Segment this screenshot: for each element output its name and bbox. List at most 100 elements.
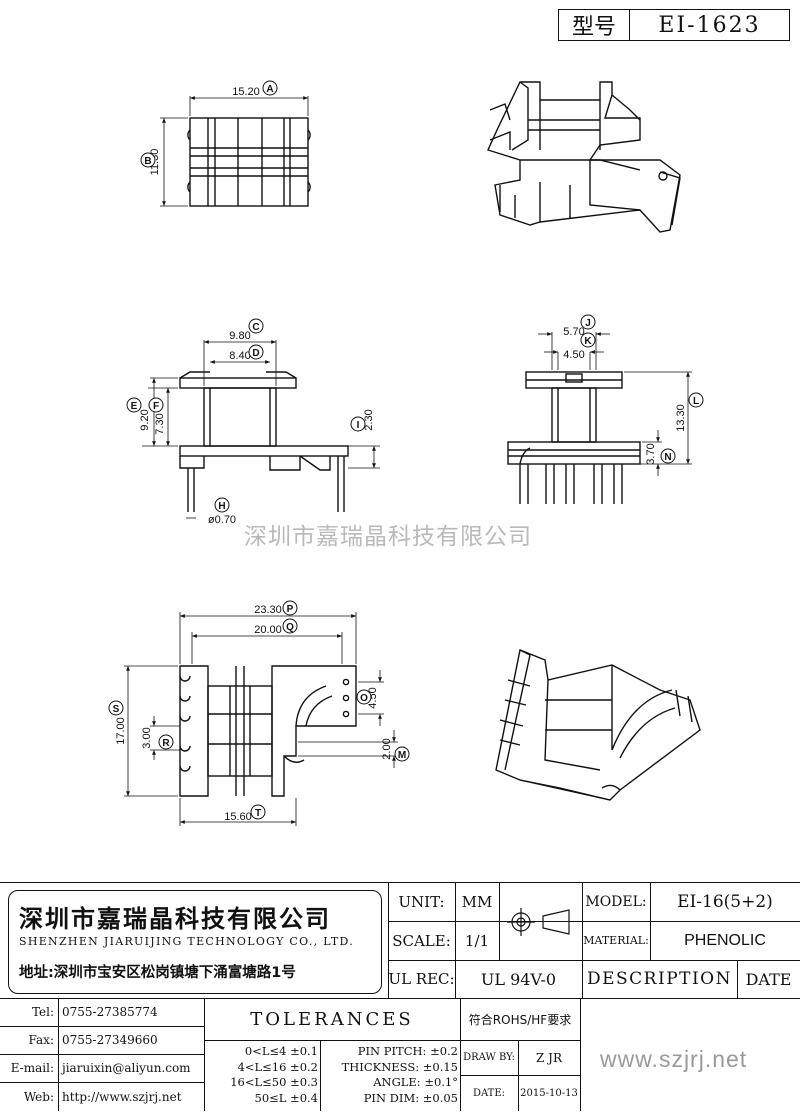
svg-text:A: A — [266, 84, 273, 95]
dim-n-value: 3.70 — [645, 443, 657, 464]
fax-label: Fax: — [28, 1033, 54, 1047]
tolerance-ranges: 0<L≤4 ±0.1 4<L≤16 ±0.2 16<L≤50 ±0.3 50≤L… — [210, 1044, 318, 1106]
tag-c: C — [248, 318, 264, 334]
dim-p-value: 23.30 — [254, 604, 282, 616]
svg-text:Q: Q — [286, 622, 294, 633]
dim-c-value: 9.80 — [229, 330, 250, 342]
tolerance-range-4: 50≤L ±0.4 — [254, 1090, 319, 1105]
tag-q: Q — [282, 618, 298, 634]
web-label: Web: — [23, 1089, 54, 1104]
rohs-note: 符合ROHS/HF要求 — [468, 1012, 572, 1027]
draw-by-label: DRAW BY: — [463, 1052, 515, 1063]
isometric-view-bottom — [495, 649, 701, 801]
svg-text:D: D — [252, 348, 259, 359]
svg-text:M: M — [398, 750, 406, 761]
svg-text:L: L — [693, 396, 699, 407]
svg-text:T: T — [255, 808, 261, 819]
svg-text:I: I — [357, 420, 360, 431]
company-name-en: SHENZHEN JIARUIJING TECHNOLOGY CO., LTD. — [19, 935, 355, 948]
tag-o: O — [356, 689, 372, 705]
title-table — [0, 882, 800, 1112]
watermark-text: 深圳市嘉瑞晶科技有限公司 — [244, 523, 532, 549]
front-view — [507, 332, 692, 504]
tag-e: E — [126, 397, 142, 413]
company-address: 地址:深圳市宝安区松岗镇塘下涌富塘路1号 — [19, 965, 296, 981]
svg-text:J: J — [585, 318, 591, 329]
description-label: DESCRIPTION — [586, 969, 732, 989]
tolerance-range-3: 16<L≤50 ±0.3 — [230, 1075, 318, 1089]
tag-b: B — [140, 152, 156, 168]
dim-s-value: 17.00 — [115, 717, 127, 745]
tag-f: F — [148, 397, 164, 413]
svg-text:E: E — [131, 401, 138, 412]
svg-text:R: R — [162, 738, 170, 749]
dim-d-value: 8.40 — [229, 350, 250, 362]
svg-text:F: F — [153, 401, 159, 412]
info-grid-border — [388, 882, 800, 998]
dim-a-value: 15.20 — [232, 86, 260, 98]
type-label: 型号 — [558, 9, 630, 41]
svg-text:C: C — [252, 322, 259, 333]
svg-text:O: O — [360, 693, 368, 704]
tolerances-title: TOLERANCES — [250, 1008, 414, 1030]
unit-label: UNIT: — [398, 892, 445, 911]
svg-text:B: B — [144, 156, 151, 167]
ulrec-label: UL REC: — [388, 970, 455, 988]
svg-text:K: K — [584, 336, 592, 347]
tag-j: J — [580, 314, 596, 330]
tag-r: R — [158, 734, 174, 750]
dim-r-value: 3.00 — [141, 727, 153, 748]
bottom-view — [124, 612, 398, 826]
scale-label: SCALE: — [392, 931, 451, 950]
tag-n: N — [660, 448, 676, 464]
email-label: E-mail: — [10, 1061, 54, 1075]
isometric-view-top — [487, 81, 681, 233]
model-value: EI-16(5+2) — [677, 891, 773, 912]
date-value: 2015-10-13 — [520, 1087, 578, 1099]
tolerance-specs: PIN PITCH: ±0.2 THICKNESS: ±0.15 ANGLE: … — [322, 1044, 458, 1106]
projection-symbol-icon — [507, 908, 570, 936]
tag-d: D — [248, 344, 264, 360]
tolerance-spec-4: PIN DIM: ±0.05 — [363, 1090, 458, 1105]
type-value: EI-1623 — [629, 9, 790, 41]
dim-q-value: 20.00 — [254, 624, 282, 636]
dim-e-value: 9.20 — [139, 409, 151, 430]
dim-i-value: 2.30 — [363, 409, 375, 430]
tag-s: S — [108, 700, 124, 716]
side-view — [142, 340, 380, 519]
tag-t: T — [250, 804, 266, 820]
drawing-canvas: 15.20 11.30 9.80 8.40 9.20 7.30 2.30 ø0.… — [108, 80, 704, 826]
tag-k: K — [580, 332, 596, 348]
svg-text:H: H — [218, 501, 225, 512]
svg-text:P: P — [287, 604, 294, 615]
draw-by-value: Z JR — [536, 1050, 562, 1065]
tag-m: M — [394, 746, 410, 762]
tolerance-spec-1: PIN PITCH: ±0.2 — [357, 1044, 458, 1058]
dim-f-value: 7.30 — [154, 413, 166, 434]
svg-text:N: N — [664, 452, 671, 463]
date-label: DATE — [745, 969, 792, 989]
tolerance-spec-3: ANGLE: ±0.1° — [373, 1075, 458, 1089]
unit-value: MM — [461, 892, 493, 911]
top-view — [160, 96, 311, 207]
fax-value: 0755-27349660 — [62, 1033, 158, 1047]
tag-p: P — [282, 600, 298, 616]
tag-a: A — [262, 80, 278, 96]
web-value[interactable]: http://www.szjrj.net — [62, 1089, 182, 1104]
dim-h-value: ø0.70 — [208, 514, 236, 526]
svg-text:S: S — [113, 704, 120, 715]
tag-l: L — [688, 392, 704, 408]
tolerance-range-2: 4<L≤16 ±0.2 — [237, 1059, 318, 1074]
material-label: MATERIAL: — [583, 934, 649, 947]
dim-k-value: 4.50 — [563, 349, 584, 361]
company-block: 深圳市嘉瑞晶科技有限公司 SHENZHEN JIARUIJING TECHNOL… — [8, 890, 382, 994]
date-label-small: DATE: — [472, 1087, 506, 1099]
tolerance-spec-2: THICKNESS: ±0.15 — [341, 1059, 458, 1074]
dim-t-value: 15.60 — [224, 811, 252, 823]
dim-j-value: 5.70 — [563, 326, 584, 338]
email-value[interactable]: jiaruixin@aliyun.com — [62, 1061, 191, 1075]
ulrec-value: UL 94V-0 — [480, 969, 557, 989]
website-watermark: www.szjrj.net — [600, 1046, 748, 1072]
company-name-cn: 深圳市嘉瑞晶科技有限公司 — [19, 905, 331, 933]
tag-i: I — [350, 416, 366, 432]
